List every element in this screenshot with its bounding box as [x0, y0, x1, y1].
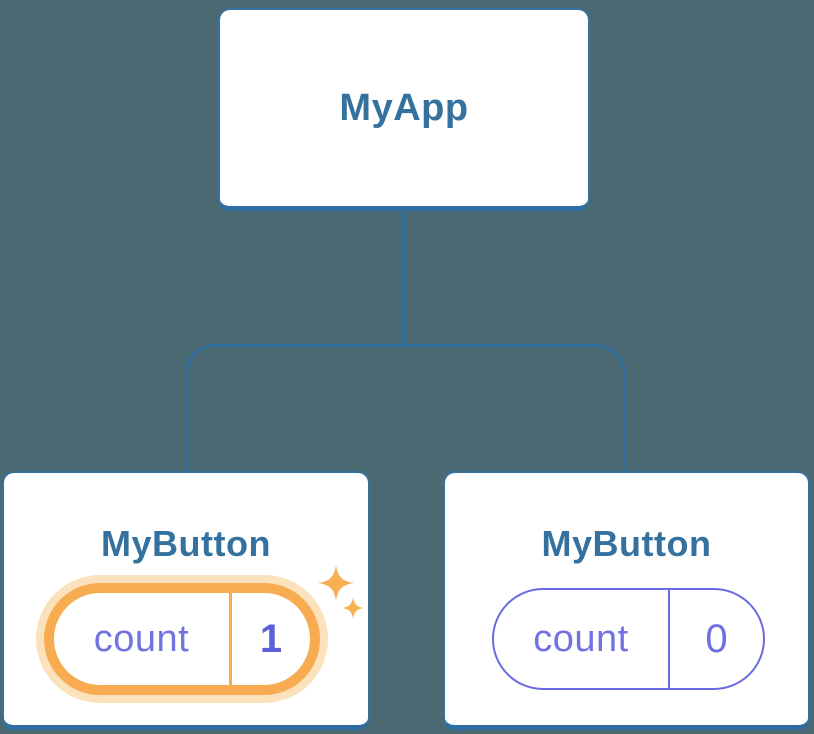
state-key-label: count	[533, 617, 629, 660]
connector-branch	[185, 344, 626, 472]
state-pill-inactive: count 0	[492, 588, 765, 690]
state-pill-active-glow: count 1	[36, 575, 328, 703]
app-node: MyApp	[218, 8, 590, 211]
button-node-active: MyButton count 1	[2, 471, 370, 730]
app-node-label: MyApp	[339, 86, 469, 129]
connector-stem	[402, 209, 406, 346]
state-key-label: count	[93, 617, 190, 660]
pill-divider	[229, 593, 232, 685]
state-value: 1	[259, 616, 283, 661]
button-node-inactive-label: MyButton	[541, 523, 712, 564]
button-node-inactive: MyButton count 0	[443, 471, 810, 730]
pill-divider	[668, 590, 670, 688]
state-value: 0	[705, 616, 728, 661]
sparkle-icon-small	[342, 597, 364, 619]
state-pill-active: count 1	[44, 583, 320, 695]
sparkle-icon-large	[318, 565, 354, 601]
button-node-active-label: MyButton	[101, 523, 271, 564]
